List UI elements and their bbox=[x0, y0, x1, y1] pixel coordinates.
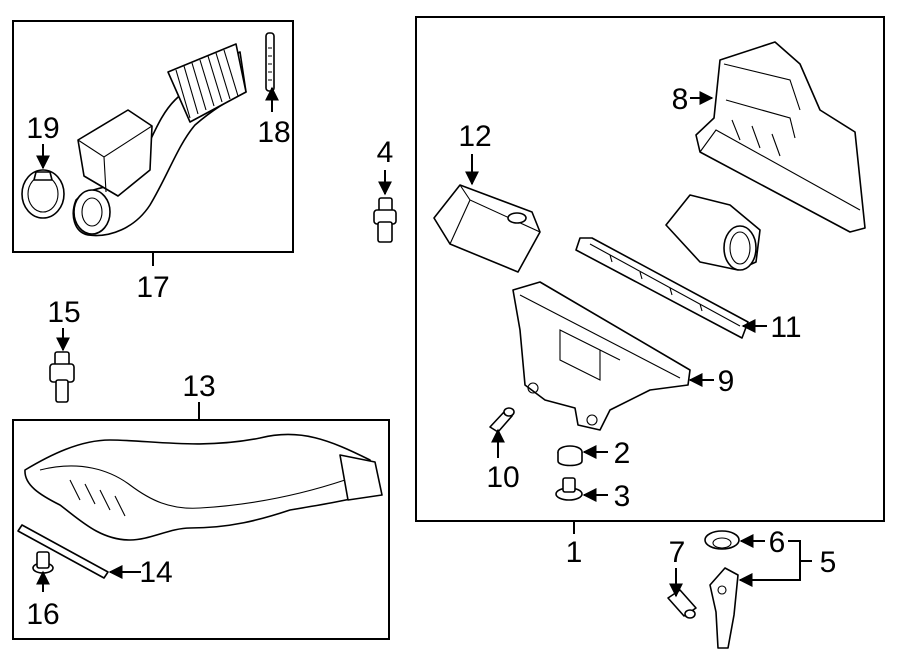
callout-12: 12 bbox=[458, 120, 491, 153]
callout-4: 4 bbox=[377, 136, 394, 169]
callout-9: 9 bbox=[718, 365, 735, 398]
bracket bbox=[709, 567, 739, 649]
callout-10: 10 bbox=[486, 461, 519, 494]
callout-17: 17 bbox=[136, 271, 169, 304]
air-cleaner-lower-case bbox=[512, 281, 691, 431]
bushing-3 bbox=[555, 477, 583, 501]
callout-1: 1 bbox=[566, 536, 583, 569]
callout-2: 2 bbox=[614, 437, 631, 470]
callout-18: 18 bbox=[257, 116, 290, 149]
callout-19: 19 bbox=[26, 112, 59, 145]
callout-3: 3 bbox=[614, 480, 631, 513]
rod-14 bbox=[17, 524, 109, 579]
filter-elbow bbox=[665, 194, 761, 271]
grommet-2 bbox=[557, 445, 583, 467]
callout-14: 14 bbox=[139, 556, 172, 589]
air-cleaner-assembly-box bbox=[415, 16, 885, 522]
bolt-7 bbox=[667, 589, 697, 619]
callout-11: 11 bbox=[770, 311, 801, 344]
intake-duct-box bbox=[12, 419, 390, 640]
callout-16: 16 bbox=[26, 598, 59, 631]
leader-lines bbox=[36, 86, 812, 598]
callout-7: 7 bbox=[669, 536, 686, 569]
intake-duct bbox=[24, 433, 383, 541]
callout-8: 8 bbox=[672, 83, 689, 116]
callout-5: 5 bbox=[820, 546, 837, 579]
grommet-6 bbox=[704, 530, 740, 550]
intake-resonator bbox=[695, 41, 866, 233]
hose-clamp-19 bbox=[21, 169, 65, 219]
clip-18 bbox=[265, 32, 275, 92]
bolt-4 bbox=[373, 197, 397, 243]
air-duct-hose bbox=[72, 43, 247, 237]
callout-labels: 19 18 17 4 15 13 14 16 12 8 11 9 10 2 3 … bbox=[26, 83, 836, 631]
push-pin-16 bbox=[32, 551, 54, 574]
callout-6: 6 bbox=[769, 526, 786, 559]
pin-10 bbox=[489, 407, 515, 433]
callout-15: 15 bbox=[47, 296, 80, 329]
bolt-15 bbox=[49, 351, 75, 403]
callout-13: 13 bbox=[182, 370, 215, 403]
air-cleaner-cover bbox=[433, 184, 541, 273]
